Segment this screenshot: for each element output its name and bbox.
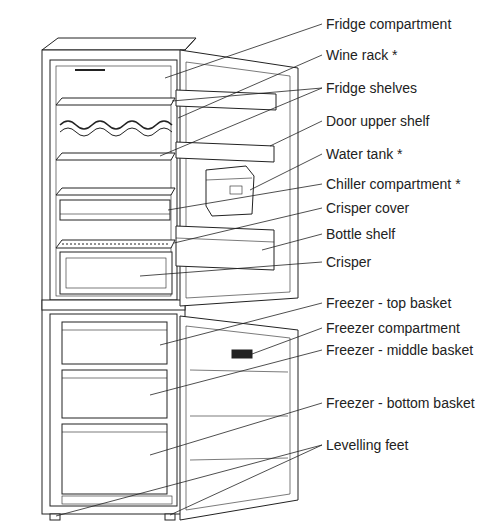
part-label: Door upper shelf bbox=[326, 113, 430, 129]
part-label: Water tank * bbox=[326, 146, 403, 162]
part-label: Fridge compartment bbox=[326, 16, 451, 32]
part-label: Wine rack * bbox=[326, 47, 398, 63]
part-label: Freezer - bottom basket bbox=[326, 395, 475, 411]
part-label: Crisper cover bbox=[326, 200, 409, 216]
part-label: Levelling feet bbox=[326, 437, 409, 453]
part-label: Freezer compartment bbox=[326, 320, 460, 336]
part-label: Freezer - middle basket bbox=[326, 342, 473, 358]
part-label: Chiller compartment * bbox=[326, 176, 461, 192]
part-label: Freezer - top basket bbox=[326, 295, 451, 311]
part-label: Crisper bbox=[326, 254, 371, 270]
part-label: Bottle shelf bbox=[326, 226, 395, 242]
part-label: Fridge shelves bbox=[326, 80, 417, 96]
